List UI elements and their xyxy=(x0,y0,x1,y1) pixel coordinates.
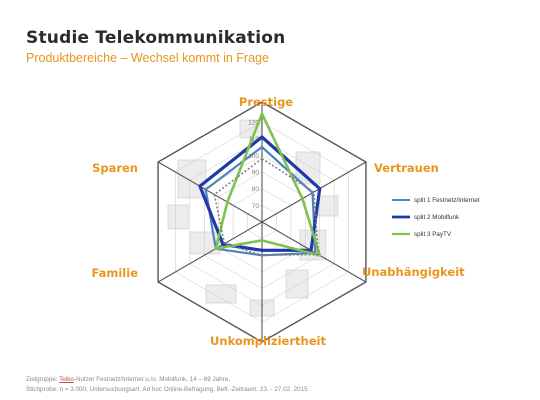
tick-label: 110 xyxy=(249,136,260,143)
axis-label: Prestige xyxy=(239,95,293,109)
footnote-prefix: Zielgruppe: xyxy=(26,376,60,383)
tick-label: 80 xyxy=(252,186,260,193)
radar-axis-labels: PrestigeVertrauenUnabhängigkeitUnkompliz… xyxy=(91,95,465,348)
footnote-line-2: Stichprobe: n = 3.000, Untersuchungsart:… xyxy=(26,386,308,393)
legend-item-label: split 1 Festnetz/Internet xyxy=(414,197,480,204)
legend-item-label: split 3 PayTV xyxy=(414,231,452,238)
slide-title: Studie Telekommunikation xyxy=(26,28,286,48)
axis-label: Familie xyxy=(91,266,138,280)
footnote-link[interactable]: Telko xyxy=(59,376,74,383)
axis-label: Unkompliziertheit xyxy=(210,334,326,348)
tick-label: 100 xyxy=(248,153,259,160)
background-collage xyxy=(167,119,339,317)
collage-device-shape xyxy=(167,204,189,230)
legend-item-label: split 2 Mobilfunk xyxy=(414,214,460,221)
axis-label: Unabhängigkeit xyxy=(362,265,465,279)
footnote: Zielgruppe: Telko-Nutzer Festnetz/Intern… xyxy=(26,375,308,395)
radar-tick-labels: 70 80 90 100 110 120 xyxy=(248,120,259,210)
axis-label: Sparen xyxy=(92,161,138,175)
collage-device-shape xyxy=(285,269,309,299)
grid-spoke xyxy=(157,161,263,223)
slide-subtitle: Produktbereiche – Wechsel kommt in Frage xyxy=(26,51,269,65)
grid-spoke xyxy=(157,221,263,283)
footnote-line-1: Zielgruppe: Telko-Nutzer Festnetz/Intern… xyxy=(26,375,308,385)
footnote-suffix: -Nutzer Festnetz/Internet u./o. Mobilfun… xyxy=(73,376,230,383)
axis-label: Vertrauen xyxy=(374,161,439,175)
tick-label: 120 xyxy=(248,120,259,127)
radar-series xyxy=(198,112,322,257)
tick-label: 90 xyxy=(252,170,260,177)
collage-device-shape xyxy=(317,195,339,217)
collage-device-shape xyxy=(205,284,237,304)
tick-label: 70 xyxy=(252,203,260,210)
chart-legend: split 1 Festnetz/Internet split 2 Mobilfu… xyxy=(392,197,480,238)
